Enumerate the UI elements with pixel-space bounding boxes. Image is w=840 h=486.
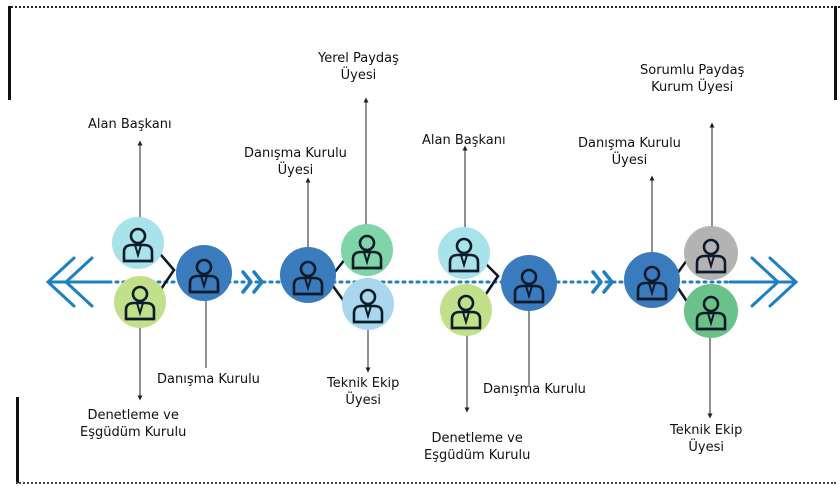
label-line: Üyesi [345, 393, 381, 408]
node-g1-bottom [114, 276, 166, 328]
node-g3-bottom [440, 284, 492, 336]
node-g3-top [438, 227, 490, 279]
frame-left-border-bottom [16, 397, 19, 483]
label-line: Üyesi [688, 440, 724, 455]
label-g1-mid: Danışma Kurulu [157, 372, 260, 387]
label-g1-top: Alan Başkanı [88, 117, 172, 132]
label-g3-mid: Danışma Kurulu [483, 382, 586, 397]
node-g2-top [341, 224, 393, 276]
chevron-right-icon [241, 270, 264, 294]
label-line: Sorumlu Paydaş [640, 63, 745, 78]
label-g3-bottom: Denetleme ve Eşgüdüm Kurulu [424, 430, 530, 464]
label-line: Üyesi [340, 68, 377, 83]
node-g4-bottom [684, 284, 738, 338]
node-g1-right [176, 245, 232, 301]
left-double-arrow-icon [45, 256, 112, 308]
label-g4-bottom: Teknik Ekip Üyesi [670, 422, 742, 456]
frame-left-border-top [8, 6, 11, 100]
label-line: Kurum Üyesi [651, 80, 734, 95]
label-line: Üyesi [277, 163, 314, 178]
node-g3-right [501, 255, 557, 311]
label-line: Teknik Ekip [327, 376, 400, 391]
frame-right-border-top [834, 6, 837, 100]
label-line: Teknik Ekip [670, 423, 743, 438]
frame-top-border [8, 6, 840, 8]
right-double-arrow-icon [728, 256, 799, 308]
label-line: Denetleme ve [87, 408, 179, 423]
label-line: Eşgüdüm Kurulu [424, 448, 531, 463]
frame-bottom-border [16, 482, 836, 484]
node-g4-top [684, 226, 738, 280]
label-g3-top: Alan Başkanı [422, 133, 506, 148]
label-line: Üyesi [611, 153, 648, 168]
label-line: Danışma Kurulu [244, 146, 347, 161]
node-g1-top [112, 217, 164, 269]
label-line: Yerel Paydaş [318, 51, 399, 66]
label-g2-top-right: Yerel Paydaş Üyesi [318, 50, 399, 84]
label-g2-top-left: Danışma Kurulu Üyesi [244, 145, 347, 179]
label-g4-top-left: Danışma Kurulu Üyesi [578, 135, 681, 169]
node-g4-left [624, 252, 680, 308]
label-g1-bottom: Denetleme ve Eşgüdüm Kurulu [80, 407, 186, 441]
label-g4-top-right: Sorumlu Paydaş Kurum Üyesi [640, 62, 744, 96]
label-g2-bottom: Teknik Ekip Üyesi [327, 375, 399, 409]
node-g2-bottom [342, 278, 394, 330]
label-line: Danışma Kurulu [578, 136, 681, 151]
label-line: Eşgüdüm Kurulu [80, 425, 187, 440]
label-line: Denetleme ve [431, 431, 523, 446]
chevron-right-icon [591, 270, 614, 294]
node-g2-left [280, 247, 336, 303]
